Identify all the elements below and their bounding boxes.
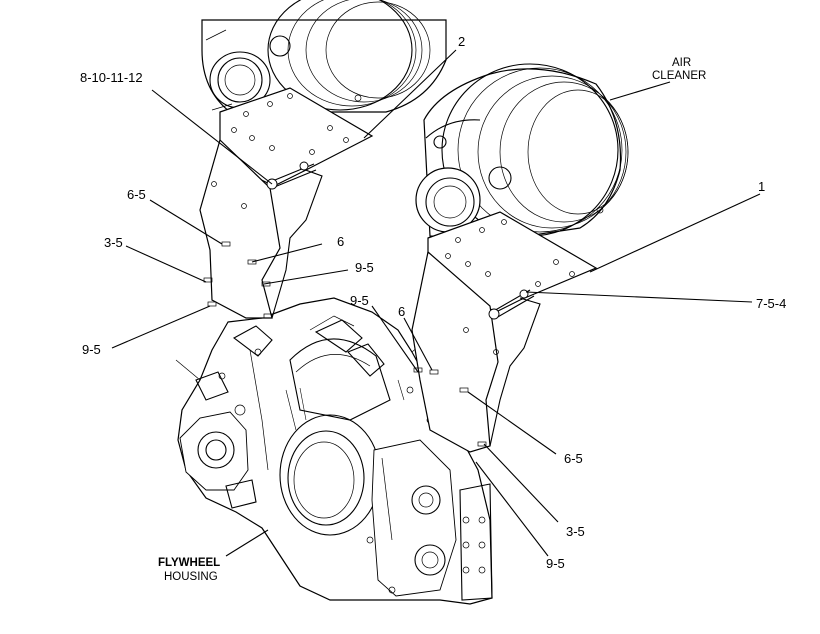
air-cleaner-label-line1: AIR bbox=[672, 57, 691, 69]
callout-9-5-center: 9-5 bbox=[350, 293, 369, 308]
flywheel-housing-label-line2: HOUSING bbox=[164, 571, 218, 583]
callout-8-10-11-12: 8-10-11-12 bbox=[80, 70, 143, 85]
flywheel-housing-drawing bbox=[175, 297, 493, 605]
right-bracket-drawing bbox=[411, 211, 598, 453]
callout-9-5-left-mid: 9-5 bbox=[355, 260, 374, 275]
callout-2: 2 bbox=[458, 34, 465, 49]
callout-9-5-left-low: 9-5 bbox=[82, 342, 101, 357]
left-air-cleaner-drawing bbox=[201, 0, 447, 113]
callout-labels: 2 8-10-11-12 6-5 6 3-5 9-5 9-5 9-5 6 1 7… bbox=[80, 34, 786, 583]
right-air-cleaner-drawing bbox=[415, 63, 629, 241]
air-cleaner-label-line2: CLEANER bbox=[652, 70, 706, 82]
callout-6-5-left: 6-5 bbox=[127, 187, 146, 202]
callout-3-5-left: 3-5 bbox=[104, 235, 123, 250]
callout-6-left: 6 bbox=[337, 234, 344, 249]
callout-1: 1 bbox=[758, 179, 765, 194]
flywheel-housing-label-line1: FLYWHEEL bbox=[158, 557, 220, 569]
callout-6-5-right: 6-5 bbox=[564, 451, 583, 466]
callout-6-center: 6 bbox=[398, 304, 405, 319]
callout-9-5-right: 9-5 bbox=[546, 556, 565, 571]
callout-7-5-4: 7-5-4 bbox=[756, 296, 786, 311]
left-bracket-drawing bbox=[199, 87, 374, 319]
callout-3-5-right: 3-5 bbox=[566, 524, 585, 539]
leader-lines bbox=[111, 49, 761, 557]
